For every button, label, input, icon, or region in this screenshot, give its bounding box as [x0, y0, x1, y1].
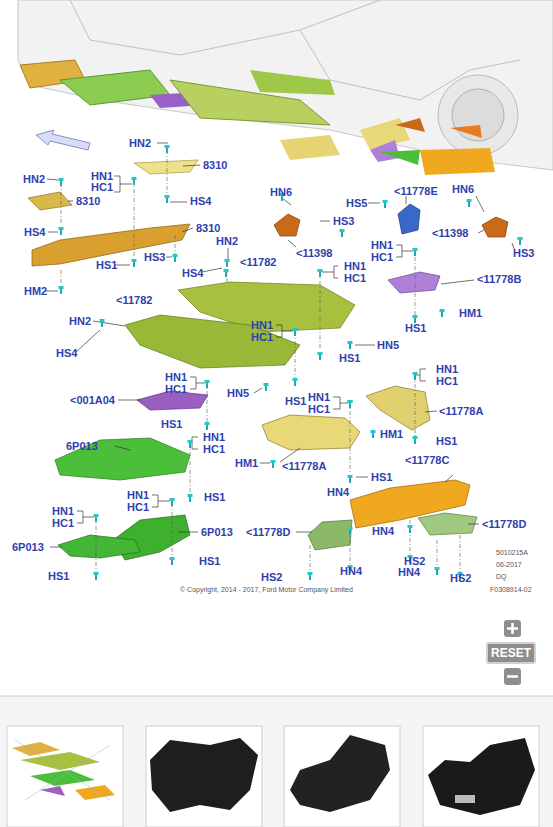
callout-label: HC1	[52, 517, 74, 529]
callout-label: HN1	[251, 319, 273, 331]
callout-label: HC1	[165, 383, 187, 395]
callout-label: HM1	[235, 457, 258, 469]
reset-button: RESET	[486, 642, 536, 664]
callout-label: HS4	[182, 267, 203, 279]
figure-note: 06-2017	[496, 560, 522, 569]
callout-label: HN4	[340, 565, 362, 577]
callout-label: HS1	[96, 259, 117, 271]
callout-label: <001A04	[70, 394, 115, 406]
callout-label: HN2	[216, 235, 238, 247]
callout-label: 6P013	[12, 541, 44, 553]
callout-label: HS1	[199, 555, 220, 567]
figure-note: DQ	[496, 572, 507, 581]
callout-label: <11778B	[477, 273, 521, 285]
callout-label: HS5	[346, 197, 367, 209]
callout-label: HC1	[436, 375, 458, 387]
callout-label: HN2	[129, 137, 151, 149]
callout-label: HN1	[91, 170, 113, 182]
callout-label: HC1	[371, 251, 393, 263]
direction-arrow	[36, 130, 90, 150]
callout-label: HS1	[436, 435, 457, 447]
callout-label: HC1	[251, 331, 273, 343]
callout-label: HN6	[270, 186, 292, 198]
callout-label: HN2	[69, 315, 91, 327]
callout-label: HN5	[227, 387, 249, 399]
callout-label: <11782	[116, 294, 152, 306]
callout-label: HM1	[380, 428, 403, 440]
callout-label: HS1	[339, 352, 360, 364]
callout-label: 8310	[196, 222, 220, 234]
figure-note: © Copyright, 2014 - 2017, Ford Motor Com…	[180, 585, 353, 594]
callout-label: HN2	[23, 173, 45, 185]
callout-label: HS1	[48, 570, 69, 582]
callout-label: HN4	[398, 566, 420, 578]
thumbnail-strip	[0, 696, 553, 827]
callout-label: HC1	[308, 403, 330, 415]
callout-label: HM2	[24, 285, 47, 297]
callout-label: 6P013	[201, 526, 233, 538]
callout-label: HN1	[52, 505, 74, 517]
callout-label: HS1	[161, 418, 182, 430]
callout-label: <11778A	[439, 405, 483, 417]
callout-label: 8310	[76, 195, 100, 207]
figure-note: 5010215A	[496, 548, 528, 557]
callout-label: HS2	[450, 572, 471, 584]
callout-label: HS3	[333, 215, 354, 227]
callout-label: HN1	[127, 489, 149, 501]
callout-label: HM1	[459, 307, 482, 319]
callout-label: 8310	[203, 159, 227, 171]
callout-label: <11398	[432, 227, 468, 239]
callout-label: HS1	[285, 395, 306, 407]
callout-label: <11778E	[394, 185, 438, 197]
callout-label: HN1	[308, 391, 330, 403]
callout-label: HS1	[371, 471, 392, 483]
callout-label: HC1	[203, 443, 225, 455]
callout-label: HN5	[377, 339, 399, 351]
fasteners	[59, 145, 523, 580]
callout-label: <11778C	[405, 454, 449, 466]
callout-label: HC1	[91, 181, 113, 193]
callout-label: <11398	[296, 247, 332, 259]
callout-label: HS4	[190, 195, 211, 207]
callout-label: HN1	[165, 371, 187, 383]
callout-label: HN6	[452, 183, 474, 195]
callout-label: HS4	[24, 226, 45, 238]
callout-label: HS3	[513, 247, 534, 259]
callout-label: HS2	[261, 571, 282, 583]
callout-label: HS3	[144, 251, 165, 263]
callout-label: HN1	[344, 260, 366, 272]
callout-label: HN1	[203, 431, 225, 443]
callout-label: HN1	[371, 239, 393, 251]
callout-label: HS1	[405, 322, 426, 334]
underbody-panels	[28, 160, 508, 560]
leader-lines	[45, 143, 514, 547]
callout-label: <11778A	[282, 460, 326, 472]
callout-label: <11782	[240, 256, 276, 268]
callout-label: <11778D	[246, 526, 290, 538]
callout-label: HS4	[56, 347, 77, 359]
callout-label: <11778D	[482, 518, 526, 530]
callout-label: HC1	[127, 501, 149, 513]
callout-label: HN4	[327, 486, 349, 498]
callout-label: 6P013	[66, 440, 98, 452]
callout-label: HC1	[344, 272, 366, 284]
vehicle-body	[18, 0, 553, 175]
callout-label: HS1	[204, 491, 225, 503]
callout-label: HN1	[436, 363, 458, 375]
callout-label: HN4	[372, 525, 394, 537]
assembly-lines	[61, 150, 460, 572]
callout-label: HS2	[404, 555, 425, 567]
figure-note: F0308914-02	[490, 585, 532, 594]
